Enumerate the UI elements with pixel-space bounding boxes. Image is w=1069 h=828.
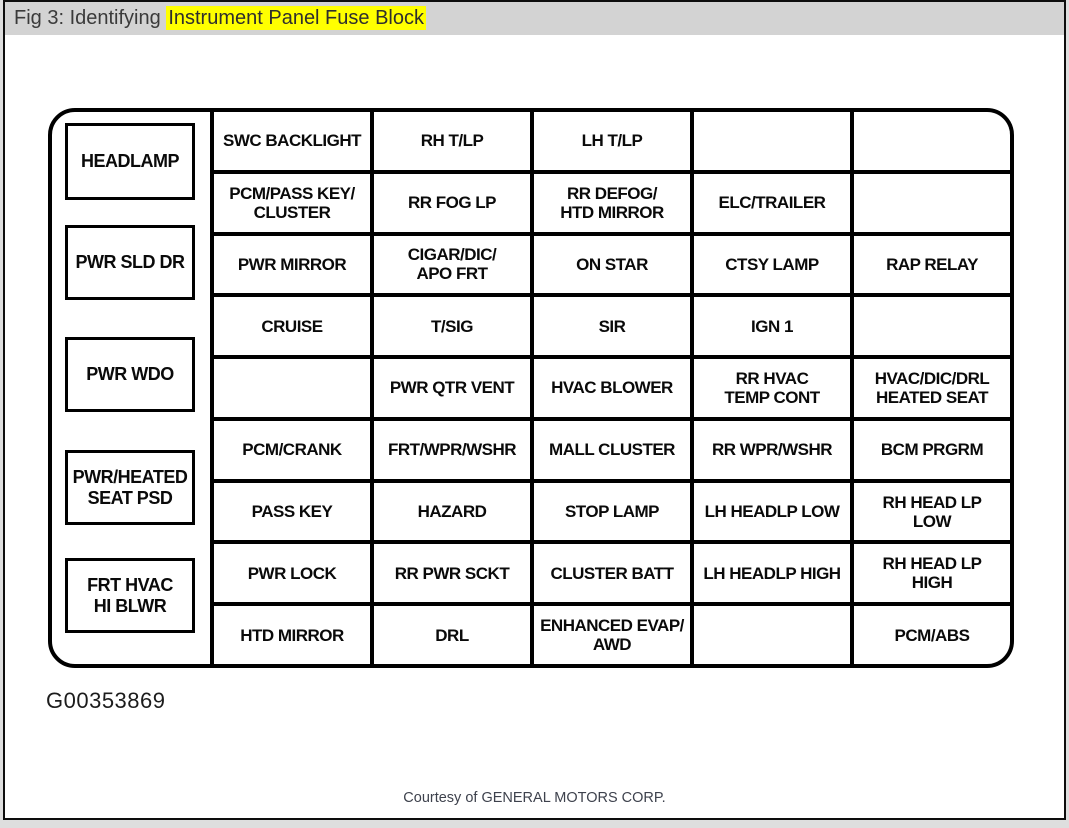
fuse-cell: RH HEAD LP LOW [854,482,1010,541]
fuse-cell: RR FOG LP [374,173,530,232]
fuse-cell: LH HEADLP LOW [694,482,850,541]
fuse-cell: LH HEADLP HIGH [694,544,850,603]
fuse-cell: RR HVAC TEMP CONT [694,359,850,417]
fuse-cell: PCM/ABS [854,606,1010,664]
fuse-cell: BCM PRGRM [854,420,1010,479]
fuse-cell [854,297,1010,356]
figure-title-prefix: Fig 3: Identifying [14,7,167,29]
figure-window: Fig 3: Identifying Instrument Panel Fuse… [3,0,1066,820]
figure-id: G00353869 [46,688,166,713]
fuse-cell: CRUISE [214,297,370,356]
fuse-cell: RAP RELAY [854,235,1010,294]
figure-content: HEADLAMP PWR SLD DR PWR WDO PWR/HEATED S… [5,35,1064,818]
fuse-cell [854,173,1010,232]
fuse-cell: RR PWR SCKT [374,544,530,603]
fuse-cell [694,112,850,170]
fuse-cell: IGN 1 [694,297,850,356]
fuse-cell [214,359,370,417]
relay-box-pwr-sld-dr: PWR SLD DR [65,225,195,300]
fuse-cell: T/SIG [374,297,530,356]
fuse-cell: DRL [374,606,530,664]
fuse-cell: ENHANCED EVAP/ AWD [534,606,690,664]
fuse-cell: RR WPR/WSHR [694,420,850,479]
relay-box-pwr-heated-seat: PWR/HEATED SEAT PSD [65,450,195,525]
fuse-cell: HVAC/DIC/DRL HEATED SEAT [854,359,1010,417]
fuse-cell: RH T/LP [374,112,530,170]
fuse-cell: RR DEFOG/ HTD MIRROR [534,173,690,232]
fuse-cell: HTD MIRROR [214,606,370,664]
fuse-cell: HVAC BLOWER [534,359,690,417]
fuse-cell [694,606,850,664]
fuse-cell: SIR [534,297,690,356]
fuse-cell: CIGAR/DIC/ APO FRT [374,235,530,294]
fuse-cell: PWR LOCK [214,544,370,603]
fuse-cell [854,112,1010,170]
fuse-cell: MALL CLUSTER [534,420,690,479]
figure-title-bar: Fig 3: Identifying Instrument Panel Fuse… [5,2,1064,35]
fuse-cell: ON STAR [534,235,690,294]
fuse-cell: PWR MIRROR [214,235,370,294]
fuse-cell: PCM/CRANK [214,420,370,479]
fuse-cell: FRT/WPR/WSHR [374,420,530,479]
courtesy-credit: Courtesy of GENERAL MOTORS CORP. [403,790,666,806]
fuse-cell: CLUSTER BATT [534,544,690,603]
relay-box-headlamp: HEADLAMP [65,123,195,200]
relay-box-frt-hvac: FRT HVAC HI BLWR [65,558,195,633]
fuse-cell: ELC/TRAILER [694,173,850,232]
fuse-grid: SWC BACKLIGHT RH T/LP LH T/LP PCM/PASS K… [210,112,1010,664]
fuse-cell: SWC BACKLIGHT [214,112,370,170]
fuse-cell: STOP LAMP [534,482,690,541]
fuse-cell: PWR QTR VENT [374,359,530,417]
figure-title-highlight: Instrument Panel Fuse Block [166,6,426,30]
fuse-cell: CTSY LAMP [694,235,850,294]
fuse-cell: PCM/PASS KEY/ CLUSTER [214,173,370,232]
relay-box-pwr-wdo: PWR WDO [65,337,195,412]
fuse-cell: LH T/LP [534,112,690,170]
fuse-cell: RH HEAD LP HIGH [854,544,1010,603]
fuse-cell: HAZARD [374,482,530,541]
fuse-cell: PASS KEY [214,482,370,541]
fuse-block-outline: HEADLAMP PWR SLD DR PWR WDO PWR/HEATED S… [48,108,1014,668]
